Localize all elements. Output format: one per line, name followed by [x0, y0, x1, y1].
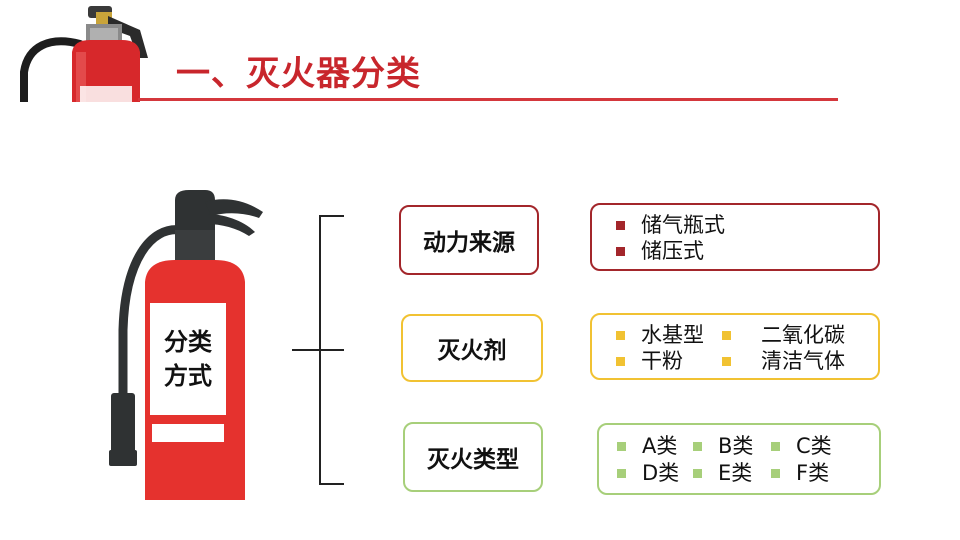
list-item: 干粉 [616, 348, 683, 374]
list-item-text: 储压式 [641, 239, 704, 263]
extinguisher-label-line: 方式 [164, 362, 212, 390]
list-item: E类 [693, 460, 752, 486]
bullet-square-icon [617, 441, 626, 451]
list-item: 二氧化碳 [722, 322, 845, 348]
list-item-text: 清洁气体 [761, 349, 845, 373]
list-item-text: A类 [642, 434, 678, 458]
list-item-text: 水基型 [641, 323, 704, 347]
category-extinguishing-agent: 灭火剂 [401, 314, 543, 382]
fire-extinguisher-photo-icon [20, 6, 148, 102]
bullet-square-icon [616, 220, 625, 230]
list-item: C类 [771, 433, 832, 459]
bullet-square-icon [722, 330, 731, 340]
bullet-square-icon [616, 330, 625, 340]
bullet-square-icon [693, 441, 702, 451]
list-item: D类 [617, 460, 679, 486]
extinguishing-agent-details: 水基型 二氧化碳 干粉 清洁气体 [590, 313, 880, 380]
list-item: 储气瓶式 [616, 212, 725, 238]
list-item-text: D类 [642, 461, 680, 485]
power-source-details: 储气瓶式 储压式 [590, 203, 880, 271]
list-item: A类 [617, 433, 677, 459]
list-item: B类 [693, 433, 753, 459]
bullet-square-icon [693, 468, 702, 478]
extinguisher-label-line: 分类 [164, 328, 212, 356]
bullet-square-icon [616, 356, 625, 366]
fire-type-details: A类 B类 C类 D类 E类 F类 [597, 423, 881, 495]
list-item: F类 [771, 460, 829, 486]
list-item-text: B类 [718, 434, 754, 458]
extinguisher-label: 分类 方式 [150, 303, 226, 415]
list-item-text: 干粉 [641, 349, 683, 373]
list-item-text: F类 [796, 461, 830, 485]
list-item-text: 二氧化碳 [761, 323, 845, 347]
bullet-square-icon [617, 468, 626, 478]
extinguisher-white-strip [152, 424, 224, 442]
list-item: 储压式 [616, 238, 704, 264]
list-item: 清洁气体 [722, 348, 845, 374]
list-item-text: E类 [718, 461, 753, 485]
list-item-text: 储气瓶式 [641, 213, 725, 237]
title-underline [138, 98, 838, 101]
bullet-square-icon [771, 441, 780, 451]
bullet-square-icon [771, 468, 780, 478]
list-item: 水基型 [616, 322, 704, 348]
bracket-connector [292, 215, 344, 485]
category-power-source: 动力来源 [399, 205, 539, 275]
bullet-square-icon [616, 246, 625, 256]
category-fire-type: 灭火类型 [403, 422, 543, 492]
list-item-text: C类 [796, 434, 832, 458]
page-title: 一、灭火器分类 [176, 54, 421, 94]
bullet-square-icon [722, 356, 731, 366]
